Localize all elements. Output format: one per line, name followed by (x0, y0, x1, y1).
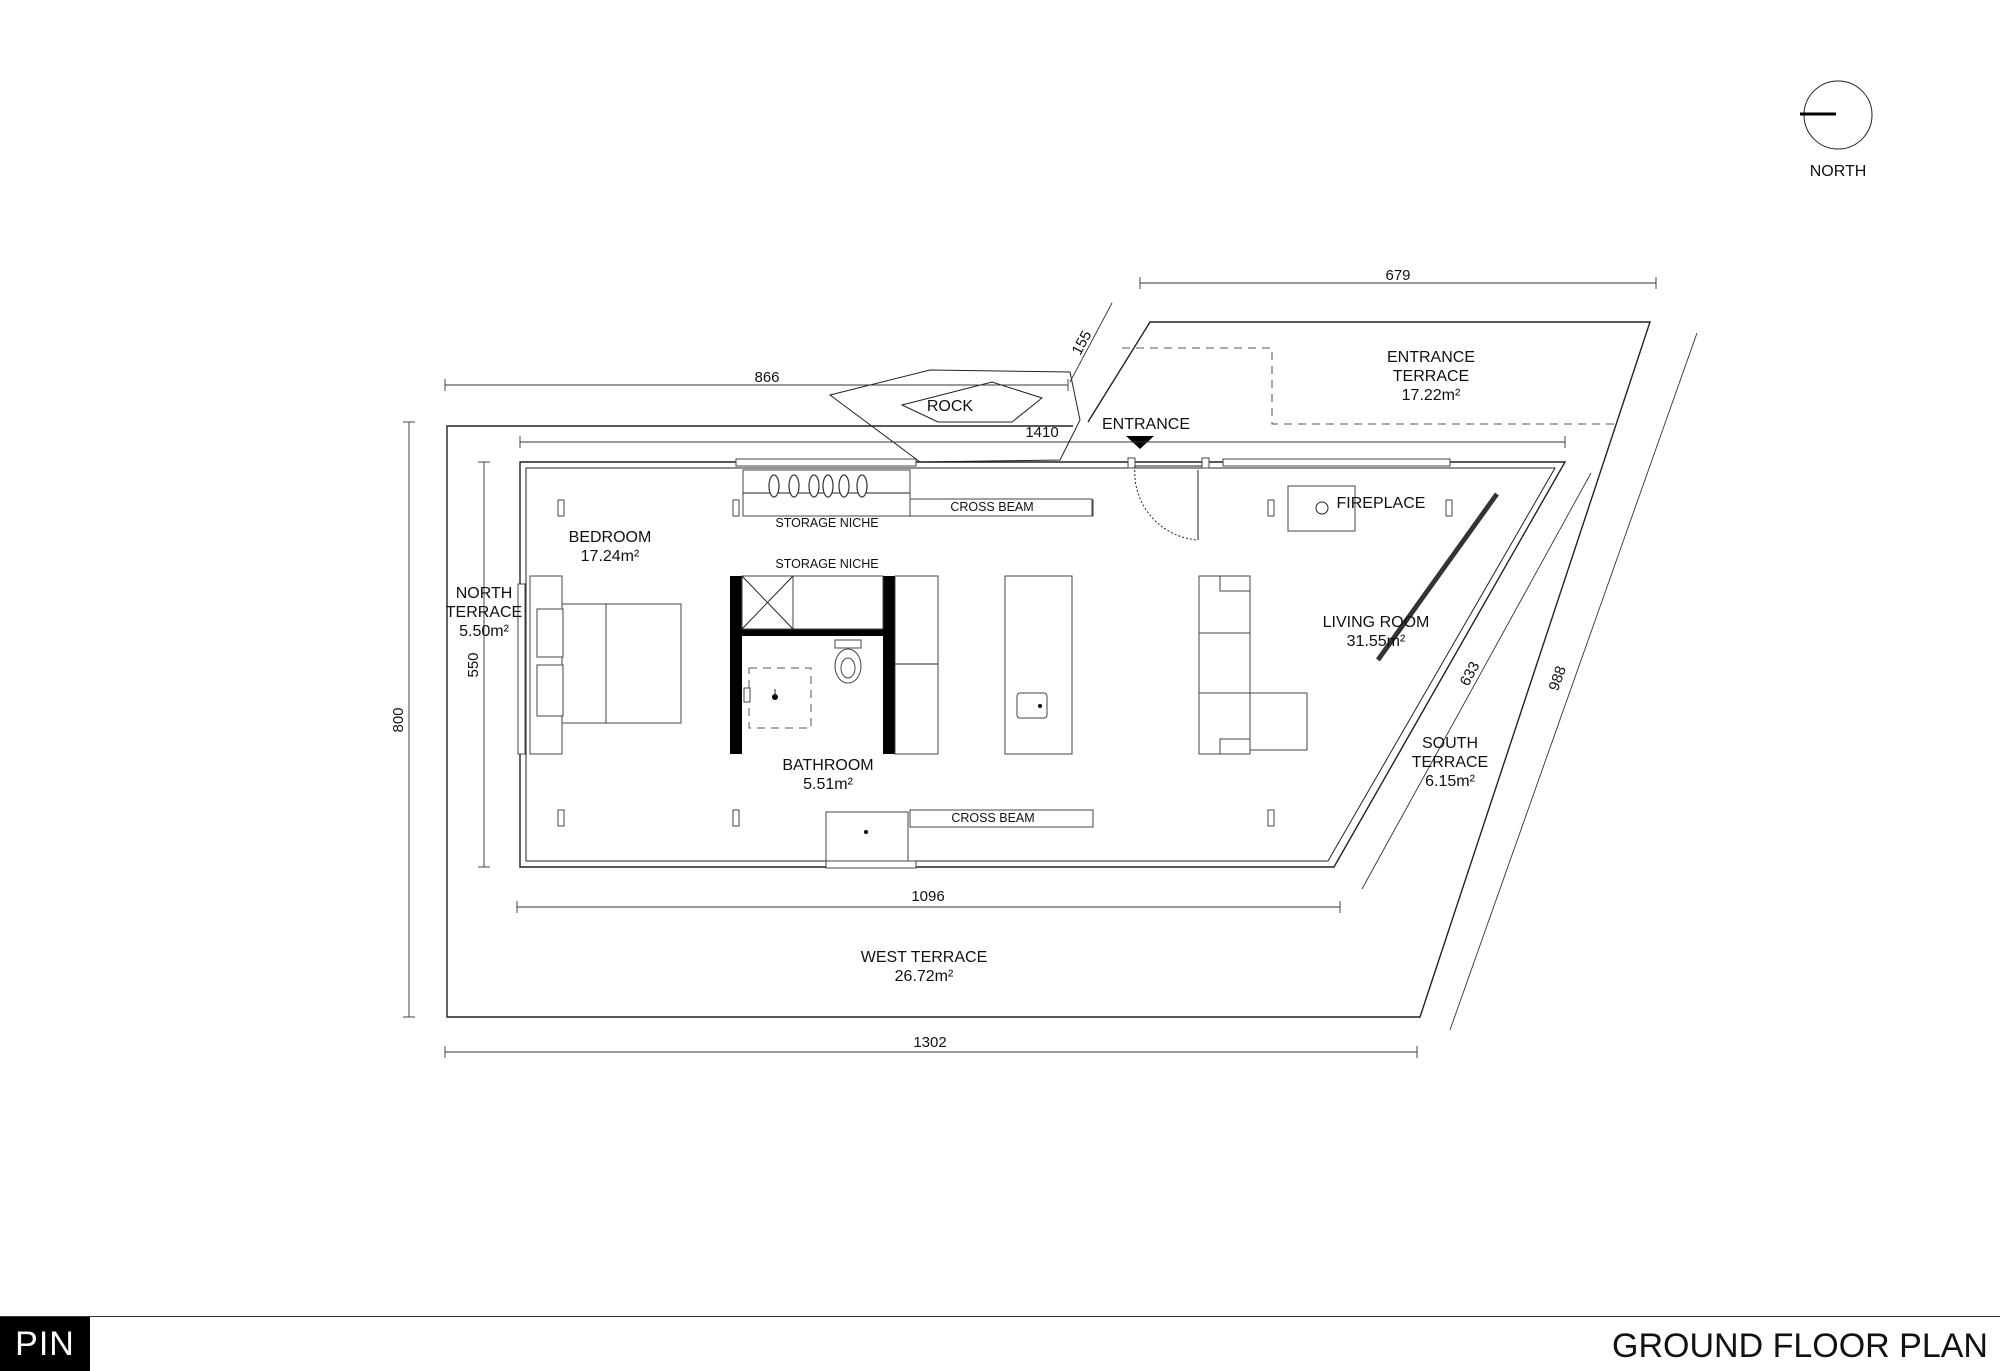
north-terrace-area: 5.50m² (459, 623, 509, 640)
living-room-name: LIVING ROOM (1323, 614, 1430, 631)
cross-beam-top-label: CROSS BEAM (950, 500, 1033, 514)
dim-inner-bottom: 1096 (911, 888, 944, 905)
rock-label: ROCK (927, 398, 974, 415)
hanger-icon (768, 474, 868, 498)
dim-outer-left: 800 (390, 707, 407, 732)
dim-diagonal-inner: 633 (1457, 659, 1484, 689)
entrance-terrace-zone (1122, 347, 1620, 425)
windows (517, 458, 1500, 869)
brand-logo: PIN (0, 1317, 90, 1371)
living-room-area: 31.55m² (1347, 633, 1406, 650)
dim-diagonal-small: 155 (1069, 328, 1096, 358)
dimension-lines (403, 277, 1698, 1058)
cross-beam-bottom-label: CROSS BEAM (951, 811, 1034, 825)
bedroom-name: BEDROOM (569, 529, 652, 546)
dim-inner-left: 550 (465, 652, 482, 677)
dim-diagonal-outer: 988 (1546, 664, 1571, 693)
north-terrace-name-1: NORTH (456, 585, 513, 602)
west-terrace-area: 26.72m² (895, 968, 954, 985)
sofa (1198, 575, 1308, 755)
bathroom-name: BATHROOM (782, 757, 873, 774)
north-terrace-name-2: TERRACE (446, 604, 522, 621)
cross-beam-bottom (909, 809, 1094, 828)
entrance-arrow-icon (1126, 436, 1154, 449)
entrance-terrace-name-2: TERRACE (1393, 368, 1469, 385)
entrance-label: ENTRANCE (1102, 416, 1190, 433)
storage-niche-mid-label: STORAGE NICHE (775, 557, 878, 571)
bedroom-area: 17.24m² (581, 548, 640, 565)
bathroom-core (730, 575, 939, 755)
dim-top-right: 679 (1385, 267, 1410, 284)
south-terrace-name-2: TERRACE (1412, 754, 1488, 771)
sink-icon (1016, 692, 1048, 719)
bottom-cabinet (825, 811, 909, 862)
bed (529, 575, 682, 755)
dim-top-left: 866 (754, 369, 779, 386)
dim-outer-bottom: 1302 (913, 1034, 946, 1051)
rock-outline (828, 369, 1081, 463)
south-terrace-name-1: SOUTH (1422, 735, 1478, 752)
sheet-title: GROUND FLOOR PLAN (1612, 1327, 1988, 1365)
footer-divider (0, 1316, 2000, 1317)
dim-inner-top: 1410 (1025, 424, 1058, 441)
storage-niche-top-label: STORAGE NICHE (775, 516, 878, 530)
south-terrace-area: 6.15m² (1425, 773, 1475, 790)
fireplace-icon (1315, 501, 1329, 515)
entrance-terrace-name-1: ENTRANCE (1387, 349, 1475, 366)
north-label: NORTH (1810, 163, 1867, 180)
west-terrace-name: WEST TERRACE (861, 949, 988, 966)
toilet-icon (834, 639, 862, 684)
kitchen-island (1004, 575, 1073, 755)
terrace-outline (446, 321, 1651, 1018)
entrance-terrace-area: 17.22m² (1402, 387, 1461, 404)
fireplace-unit (1287, 485, 1356, 532)
fireplace-label: FIREPLACE (1337, 495, 1426, 512)
north-compass (1800, 80, 1873, 150)
cross-beam-top (909, 498, 1093, 517)
entrance-door (1127, 457, 1210, 541)
bathroom-area: 5.51m² (803, 776, 853, 793)
